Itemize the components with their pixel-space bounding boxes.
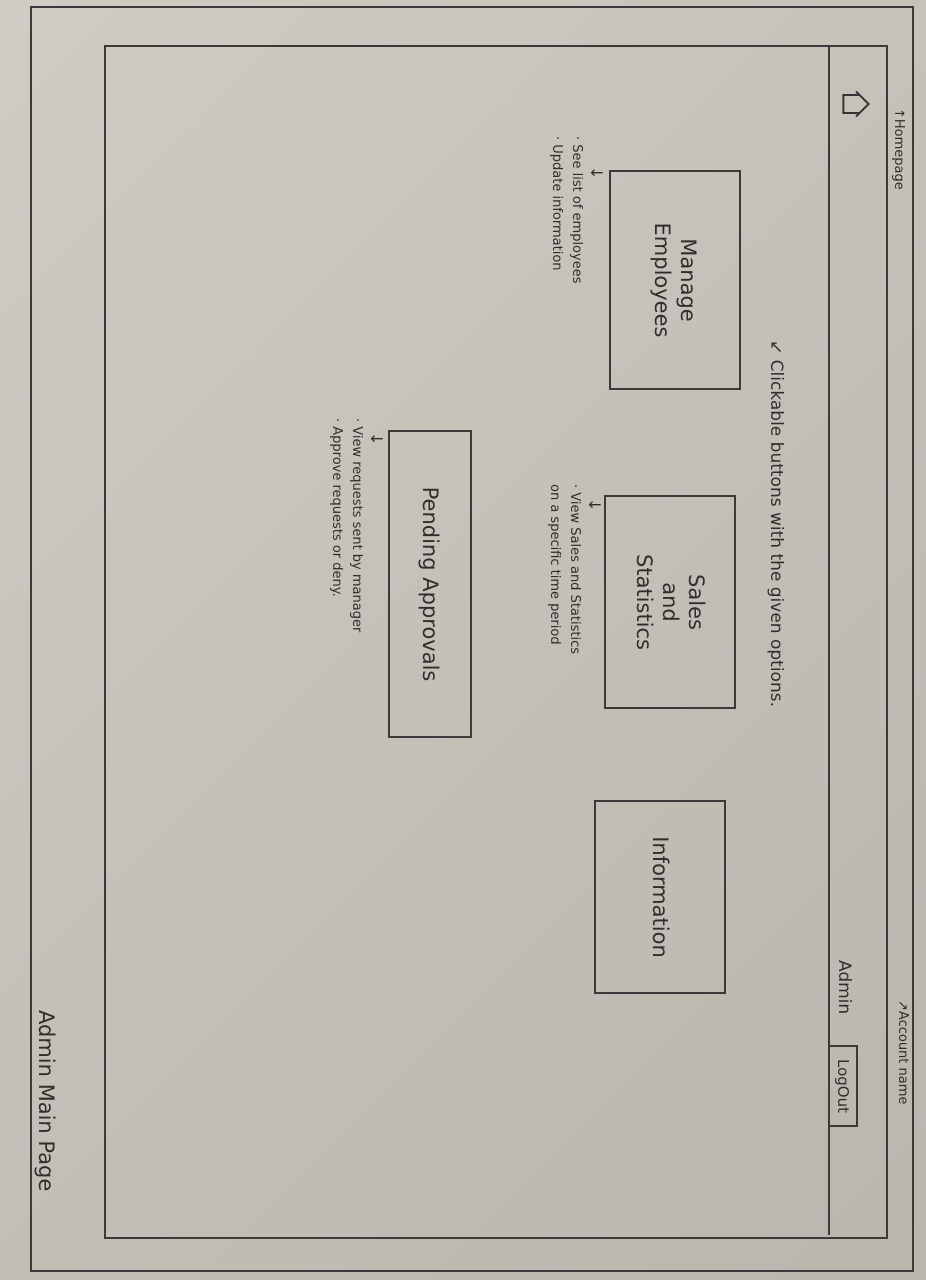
note-line: · See list of employees: [569, 136, 584, 284]
pending-approvals-button[interactable]: Pending Approvals: [388, 430, 472, 738]
note-line: on a specific time period: [547, 484, 562, 645]
annotation-arrow-icon: ↑: [891, 108, 906, 119]
pending-approvals-notes: · View requests sent by manager · Approv…: [326, 418, 366, 632]
note-line: · Approve requests or deny.: [329, 418, 344, 597]
note-line: · View Sales and Statistics: [567, 484, 582, 654]
manage-employees-label: Manage Employees: [650, 222, 700, 338]
clickable-buttons-note: ↙ Clickable buttons with the given optio…: [766, 340, 786, 707]
homepage-annotation: ↑Homepage: [891, 108, 906, 190]
information-button[interactable]: Information: [594, 800, 726, 994]
down-arrow-icon: ↓: [367, 432, 386, 446]
annotation-arrow-icon: ↗: [895, 1000, 910, 1011]
sales-and-statistics-button[interactable]: Sales and Statistics: [604, 495, 736, 709]
home-icon[interactable]: [838, 86, 874, 122]
account-name-annotation: ↗Account name: [895, 1000, 910, 1104]
information-label: Information: [648, 836, 672, 958]
manage-employees-notes: · See list of employees · Update informa…: [546, 136, 586, 283]
homepage-annotation-text: Homepage: [891, 118, 906, 190]
manage-employees-button[interactable]: Manage Employees: [609, 170, 741, 390]
annotation-arrow-icon: ↙: [766, 340, 786, 360]
down-arrow-icon: ↓: [587, 166, 606, 180]
sales-and-statistics-label: Sales and Statistics: [632, 554, 708, 650]
sales-and-statistics-notes: · View Sales and Statistics on a specifi…: [544, 484, 584, 654]
note-line: · View requests sent by manager: [349, 418, 364, 633]
account-name: Admin: [834, 960, 854, 1015]
account-name-annotation-text: Account name: [895, 1010, 910, 1105]
pending-approvals-label: Pending Approvals: [418, 486, 442, 682]
page-caption: Admin Main Page: [34, 1010, 58, 1192]
logout-button[interactable]: LogOut: [828, 1045, 858, 1127]
note-line: · Update information: [549, 136, 564, 271]
clickable-buttons-note-text: Clickable buttons with the given options…: [766, 359, 786, 707]
down-arrow-icon: ↓: [585, 498, 604, 512]
